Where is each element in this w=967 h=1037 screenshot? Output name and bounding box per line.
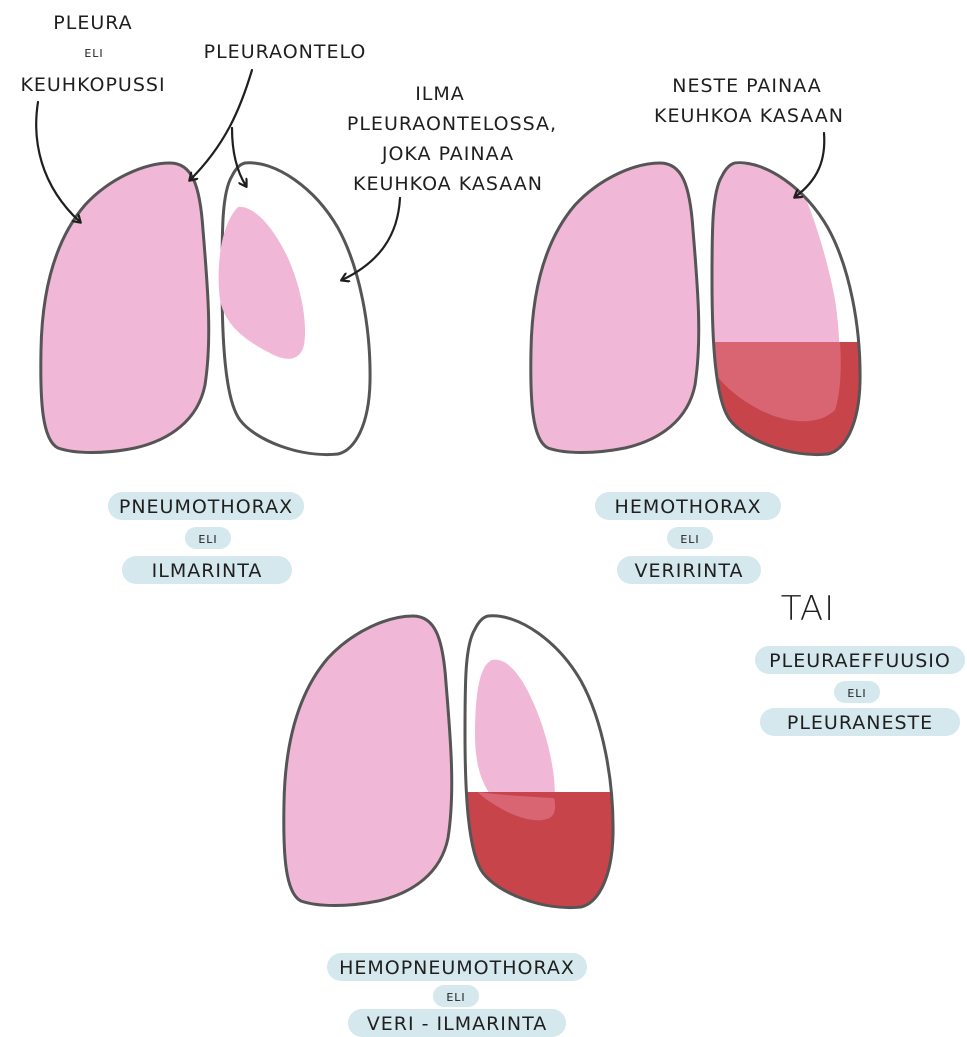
eli-text: ELI [680,533,699,546]
collapsed-right-lung [219,207,305,359]
annotation-pleuraontelo: PLEURAONTELO [204,41,367,63]
condition-term: HEMOTHORAX [615,496,762,518]
annotation-text: PLEURA [53,12,132,34]
arrow-icon [232,128,246,186]
condition-finnish: ILMARINTA [152,560,263,582]
annotation-text: KEUHKOA KASAAN [654,105,844,127]
condition-finnish: VERIRINTA [635,560,744,582]
annotation-text: ELI [84,47,103,60]
condition-finnish: VERI - ILMARINTA [367,1013,547,1035]
eli-text: ELI [198,533,217,546]
annotation-text: PLEURAONTELOSSA, [347,113,557,135]
arrow-icon [36,102,80,222]
tai-text: TAI [781,589,835,629]
label-hemothorax: HEMOTHORAX ELI VERIRINTA [595,492,781,584]
arrow-icon [342,198,400,280]
annotation-text: ILMA [415,83,465,105]
annotation-text: KEUHKOA KASAAN [353,173,543,195]
left-lung [284,616,452,906]
label-pneumothorax: PNEUMOTHORAX ELI ILMARINTA [108,492,304,584]
annotation-ilma: ILMA PLEURAONTELOSSA, JOKA PAINAA KEUHKO… [347,83,557,195]
label-pleuraeffuusio: PLEURAEFFUUSIO ELI PLEURANESTE [755,646,965,736]
eli-text: ELI [847,687,866,700]
arrow-icon [795,133,824,197]
condition-term: HEMOPNEUMOTHORAX [339,957,575,979]
left-lung [531,163,699,453]
hemothorax-lungs-icon [531,163,880,472]
annotation-neste: NESTE PAINAA KEUHKOA KASAAN [654,75,844,127]
condition-term: PLEURAEFFUUSIO [769,650,951,672]
condition-finnish: PLEURANESTE [787,712,933,734]
annotation-text: JOKA PAINAA [381,143,514,165]
annotation-text: KEUHKOPUSSI [20,74,165,96]
pneumothorax-lungs-icon [41,163,370,455]
label-hemopneumothorax: HEMOPNEUMOTHORAX ELI VERI - ILMARINTA [327,953,587,1037]
annotation-text: NESTE PAINAA [672,75,822,97]
eli-text: ELI [446,991,465,1004]
hemopneumothorax-lungs-icon [284,616,630,922]
condition-term: PNEUMOTHORAX [119,496,293,518]
annotation-pleura: PLEURA ELI KEUHKOPUSSI [20,12,165,96]
